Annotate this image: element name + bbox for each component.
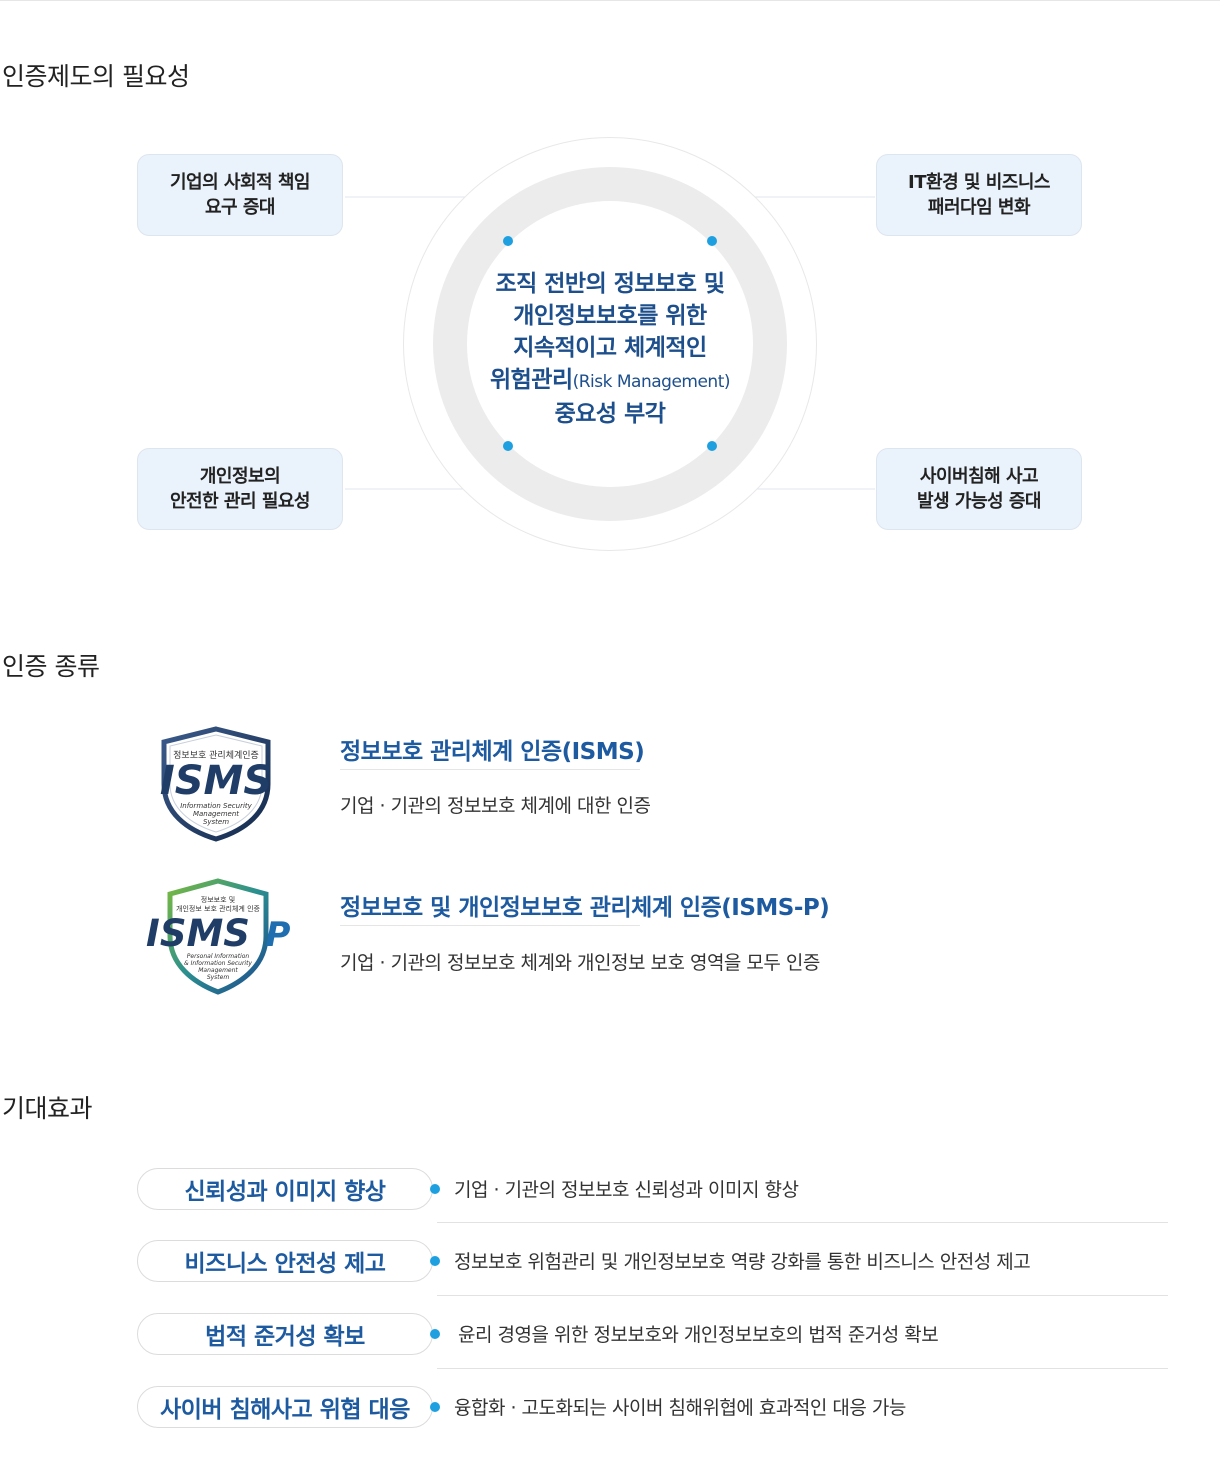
effect-row: 법적 준거성 확보 윤리 경영을 위한 정보보호와 개인정보보호의 법적 준거성… xyxy=(0,1307,1220,1363)
connector-dot xyxy=(707,441,717,451)
center-line-sub: (Risk Management) xyxy=(572,372,731,392)
effect-description: 정보보호 위험관리 및 개인정보보호 역량 강화를 통한 비즈니스 안전성 제고 xyxy=(454,1251,1031,1273)
cert-description: 기업 · 기관의 정보보호 체계와 개인정보 보호 영역을 모두 인증 xyxy=(340,952,820,974)
isms-p-logo: 정보보호 및 개인정보 보호 관리체계 인증 ISMS P Personal I… xyxy=(146,878,291,995)
factor-line: IT환경 및 비즈니스 xyxy=(908,172,1050,193)
logo-top-text: 정보보호 관리체계인증 xyxy=(173,749,259,761)
logo-bottom-line: & Information Security xyxy=(184,960,252,967)
factor-line: 요구 증대 xyxy=(204,197,276,218)
cert-title: 정보보호 관리체계 인증(ISMS) xyxy=(340,739,645,765)
effect-row: 비즈니스 안전성 제고 정보보호 위험관리 및 개인정보보호 역량 강화를 통한… xyxy=(0,1234,1220,1290)
section-title-effects: 기대효과 xyxy=(2,1094,93,1123)
effect-divider xyxy=(437,1295,1168,1296)
center-line-main: 위험관리 xyxy=(489,367,573,393)
cert-title: 정보보호 및 개인정보보호 관리체계 인증(ISMS-P) xyxy=(340,895,830,921)
effect-description: 기업 · 기관의 정보보호 신뢰성과 이미지 향상 xyxy=(454,1179,799,1201)
effect-row: 신뢰성과 이미지 향상 기업 · 기관의 정보보호 신뢰성과 이미지 향상 xyxy=(0,1162,1220,1218)
factor-box-personal-info: 개인정보의 안전한 관리 필요성 xyxy=(137,448,343,530)
necessity-diagram: 조직 전반의 정보보호 및 개인정보보호를 위한 지속적이고 체계적인 위험관리… xyxy=(0,120,1220,580)
logo-mark: ISMS xyxy=(160,758,272,804)
center-line: 개인정보보호를 위한 xyxy=(513,303,707,329)
cert-description: 기업 · 기관의 정보보호 체계에 대한 인증 xyxy=(340,795,651,817)
logo-bottom-line: System xyxy=(207,974,230,981)
effect-divider xyxy=(437,1222,1168,1223)
center-line: 조직 전반의 정보보호 및 xyxy=(495,271,725,297)
factor-line: 발생 가능성 증대 xyxy=(917,491,1041,512)
logo-top-text: 개인정보 보호 관리체계 인증 xyxy=(176,904,261,913)
logo-bottom-line: Management xyxy=(198,967,238,974)
logo-bottom-line: Personal Information xyxy=(187,953,250,960)
top-divider xyxy=(0,0,1220,1)
section-title-types: 인증 종류 xyxy=(2,652,100,681)
isms-logo: 정보보호 관리체계인증 ISMS Information Security Ma… xyxy=(160,726,272,842)
factor-line: 안전한 관리 필요성 xyxy=(169,491,311,512)
factor-box-it-paradigm: IT환경 및 비즈니스 패러다임 변화 xyxy=(876,154,1082,236)
effect-row: 사이버 침해사고 위협 대응 융합화 · 고도화되는 사이버 침해위협에 효과적… xyxy=(0,1380,1220,1436)
center-line: 위험관리(Risk Management) xyxy=(460,364,760,398)
effect-description: 융합화 · 고도화되는 사이버 침해위협에 효과적인 대응 가능 xyxy=(454,1397,906,1419)
bullet-dot xyxy=(430,1184,440,1194)
bullet-dot xyxy=(430,1256,440,1266)
logo-top-text: 정보보호 및 xyxy=(201,895,235,904)
center-line: 중요성 부각 xyxy=(554,401,666,427)
effect-divider xyxy=(437,1368,1168,1369)
cert-divider xyxy=(340,925,640,926)
connector-dot xyxy=(503,441,513,451)
effect-label: 법적 준거성 확보 xyxy=(137,1313,433,1355)
factor-line: 기업의 사회적 책임 xyxy=(169,172,311,193)
logo-bottom-line: Management xyxy=(193,810,239,818)
bullet-dot xyxy=(430,1402,440,1412)
connector-dot xyxy=(707,236,717,246)
effect-label: 신뢰성과 이미지 향상 xyxy=(137,1168,433,1210)
factor-box-social-responsibility: 기업의 사회적 책임 요구 증대 xyxy=(137,154,343,236)
factor-line: 개인정보의 xyxy=(199,466,281,487)
effect-label: 비즈니스 안전성 제고 xyxy=(137,1240,433,1282)
bullet-dot xyxy=(430,1329,440,1339)
section-title-necessity: 인증제도의 필요성 xyxy=(2,62,190,91)
cert-divider xyxy=(340,769,640,770)
center-statement: 조직 전반의 정보보호 및 개인정보보호를 위한 지속적이고 체계적인 위험관리… xyxy=(460,268,760,430)
effect-label: 사이버 침해사고 위협 대응 xyxy=(137,1386,433,1428)
logo-bottom-line: System xyxy=(203,818,229,826)
factor-line: 사이버침해 사고 xyxy=(919,466,1039,487)
effect-description: 윤리 경영을 위한 정보보호와 개인정보보호의 법적 준거성 확보 xyxy=(458,1324,939,1346)
logo-mark: ISMS xyxy=(146,912,250,955)
inner-circle xyxy=(467,201,753,487)
factor-line: 패러다임 변화 xyxy=(927,197,1031,218)
center-line: 지속적이고 체계적인 xyxy=(513,335,707,361)
logo-bottom-line: Information Security xyxy=(180,802,252,810)
logo-mark-suffix: P xyxy=(266,915,291,955)
factor-box-cyber-incident: 사이버침해 사고 발생 가능성 증대 xyxy=(876,448,1082,530)
connector-dot xyxy=(503,236,513,246)
